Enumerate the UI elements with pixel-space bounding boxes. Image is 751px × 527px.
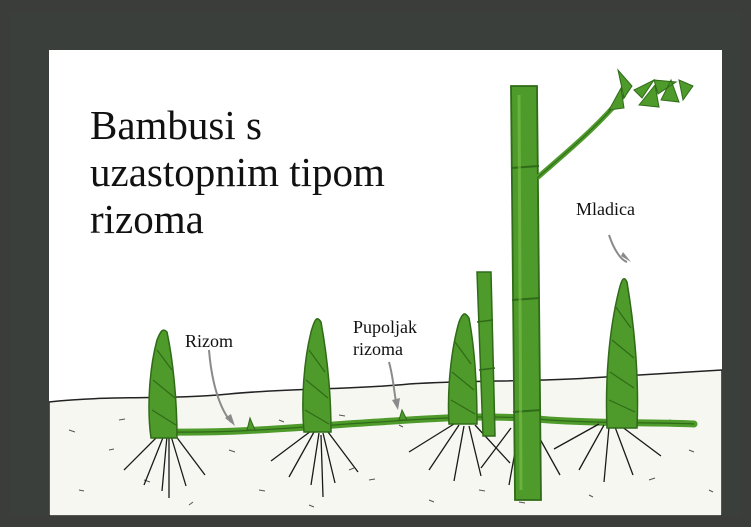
sapling-shoot: [607, 279, 638, 428]
bamboo-branch: [537, 70, 693, 178]
illustration-panel: Bambusi s uzastopnim tipom rizoma Rizom …: [49, 50, 722, 516]
bamboo-shoot-3: [448, 314, 477, 424]
rhizome-bud-label: Pupoljak rizoma: [353, 316, 417, 360]
diagram-title: Bambusi s uzastopnim tipom rizoma: [90, 102, 470, 243]
title-line-2: uzastopnim tipom: [90, 149, 470, 196]
bamboo-shoot-2: [303, 319, 331, 432]
sapling-label: Mladica: [576, 198, 635, 220]
mature-culm: [511, 86, 541, 500]
rhizome-label: Rizom: [185, 330, 233, 352]
dark-frame: Bambusi s uzastopnim tipom rizoma Rizom …: [10, 12, 741, 516]
rhizome-bud-label-line-1: Pupoljak: [353, 316, 417, 338]
bamboo-shoot-1: [149, 330, 177, 438]
title-line-1: Bambusi s: [90, 102, 470, 149]
title-line-3: rizoma: [90, 196, 470, 243]
rhizome-bud-label-line-2: rizoma: [353, 338, 417, 360]
